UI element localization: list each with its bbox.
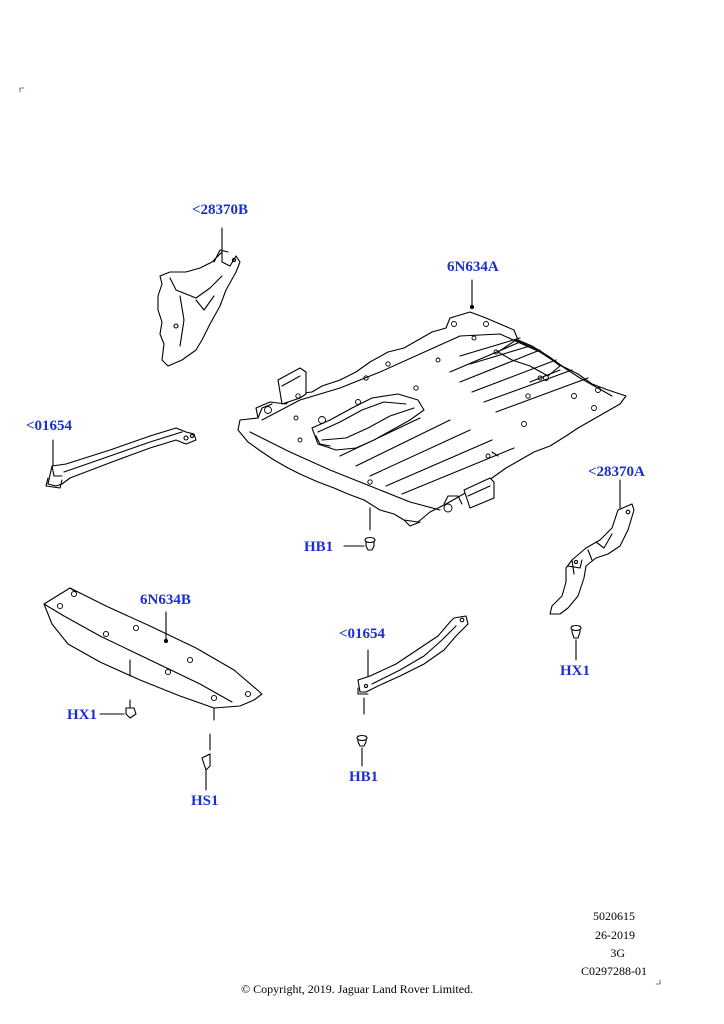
fastener-hb1-center: [343, 507, 376, 551]
callout-01654-left: <01654: [26, 418, 73, 434]
support-bar-01654-center: [357, 615, 469, 715]
corner-mark-top-left: [19, 87, 25, 93]
front-shield-holes: [56, 590, 252, 702]
fastener-hs1: [201, 733, 211, 791]
fastener-hx1-right: [570, 624, 582, 661]
reference-revision: 3G: [610, 946, 625, 960]
bracket-28370b: [157, 227, 241, 367]
callout-6n634a: 6N634A: [447, 259, 499, 275]
bracket-28370a: [549, 479, 635, 615]
callout-hb1-center: HB1: [304, 539, 334, 555]
callout-28370a: <28370A: [588, 464, 645, 480]
support-bar-01654-left: [45, 427, 197, 489]
callout-hs1: HS1: [191, 793, 219, 809]
callout-hx1-right: HX1: [560, 663, 590, 679]
reference-code: 5020615: [593, 909, 635, 923]
shield-holes: [264, 321, 601, 513]
callout-28370b: <28370B: [192, 202, 249, 218]
copyright-notice: © Copyright, 2019. Jaguar Land Rover Lim…: [241, 982, 474, 996]
corner-mark-bottom-right: [655, 979, 661, 985]
reference-date: 26-2019: [595, 928, 635, 942]
underbody-shield-6n634a: [237, 279, 627, 527]
callout-hx1-left: HX1: [67, 707, 97, 723]
callout-01654-center: <01654: [339, 626, 386, 642]
fastener-hx1-left: [99, 699, 137, 719]
fastener-hb1-lower: [356, 734, 368, 767]
callout-6n634b: 6N634B: [140, 592, 191, 608]
callout-hb1-lower: HB1: [349, 769, 379, 785]
reference-drawing-number: C0297288-01: [581, 964, 647, 978]
front-shield-6n634b: [43, 587, 263, 721]
